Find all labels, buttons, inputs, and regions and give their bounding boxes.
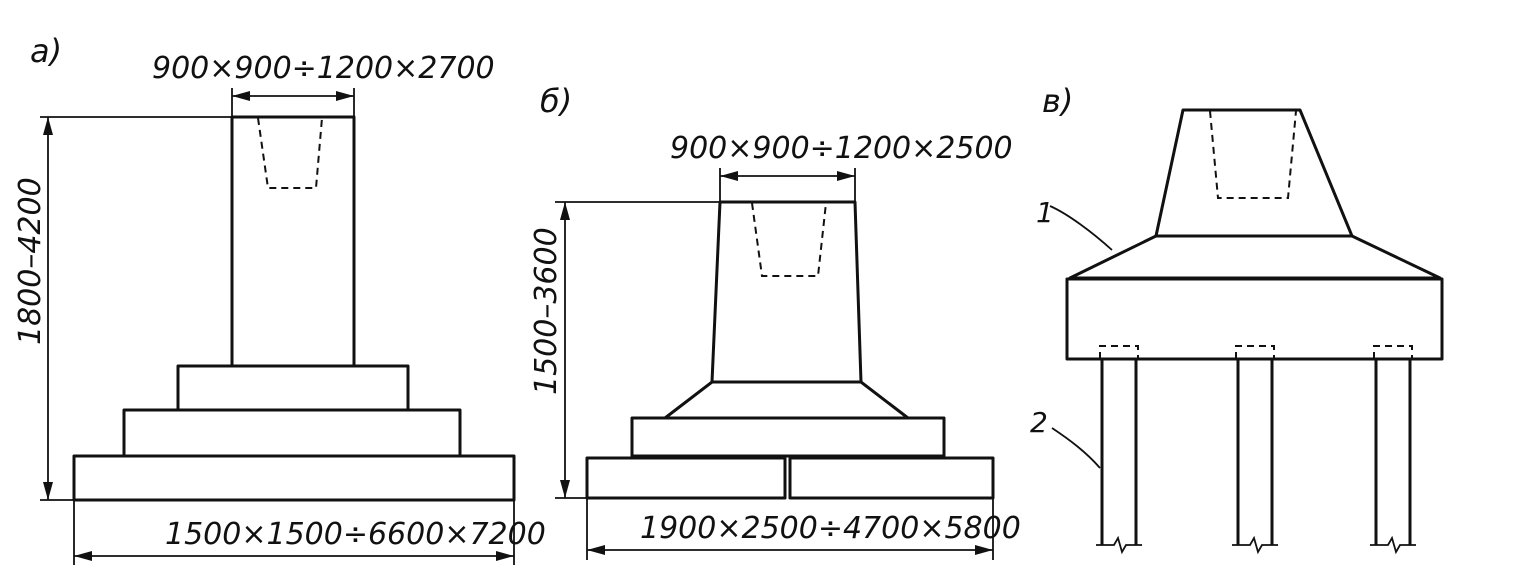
panel-b-height-dimension-line <box>555 201 720 499</box>
panel-v-pile-middle <box>1232 345 1278 555</box>
panel-a-height-dimension: 1800–4200 <box>13 177 48 345</box>
panel-b-label: б) <box>540 82 572 120</box>
panel-a-height-dimension-line <box>40 116 232 501</box>
panel-b-top-dimension: 900×900÷1200×2500 <box>670 131 1013 166</box>
panel-a-base-dimension: 1500×1500÷6600×7200 <box>165 517 546 552</box>
panel-v-callout-2-leader <box>1051 427 1101 469</box>
panel-v: в) 1 2 <box>1030 82 1444 555</box>
panel-a-top-dimension: 900×900÷1200×2700 <box>152 51 495 86</box>
panel-b: б) 900×900÷1200×2500 1500–3600 <box>529 82 1021 560</box>
panel-b-socket <box>751 202 827 277</box>
panel-v-pile-cap <box>1065 277 1444 361</box>
panel-a-step-middle <box>122 408 462 458</box>
panel-a-step-base <box>72 454 516 502</box>
panel-b-top-dimension-line <box>719 168 856 202</box>
panel-a-base-dimension-line <box>73 500 515 565</box>
panel-b-haunch <box>663 380 910 420</box>
panel-b-slab <box>630 416 946 458</box>
panel-v-column <box>1154 108 1354 238</box>
panel-v-callout-1-leader <box>1049 205 1113 251</box>
panel-b-base-dimension: 1900×2500÷4700×5800 <box>640 511 1021 546</box>
panel-v-socket <box>1209 110 1297 199</box>
panel-a-column <box>230 115 356 368</box>
panel-b-base-dimension-line <box>586 498 994 560</box>
panel-v-label: в) <box>1042 82 1073 120</box>
panel-a-step-top <box>176 364 410 412</box>
panel-a-socket <box>257 117 323 189</box>
panel-a-top-dimension-line <box>231 88 355 117</box>
panel-v-callout-1: 1 <box>1036 196 1054 229</box>
panel-b-height-dimension: 1500–3600 <box>529 227 564 395</box>
panel-v-pile-left <box>1096 345 1142 555</box>
panel-v-pile-right <box>1370 345 1416 555</box>
panel-b-block-left <box>585 456 787 500</box>
panel-v-haunch <box>1068 234 1442 280</box>
panel-a-label: а) <box>30 32 62 70</box>
panel-b-block-right <box>788 456 995 500</box>
panel-b-column <box>710 200 863 384</box>
panel-v-callout-2: 2 <box>1030 406 1048 439</box>
panel-a: а) 900×900÷1200×2700 1800–4200 <box>13 32 546 565</box>
